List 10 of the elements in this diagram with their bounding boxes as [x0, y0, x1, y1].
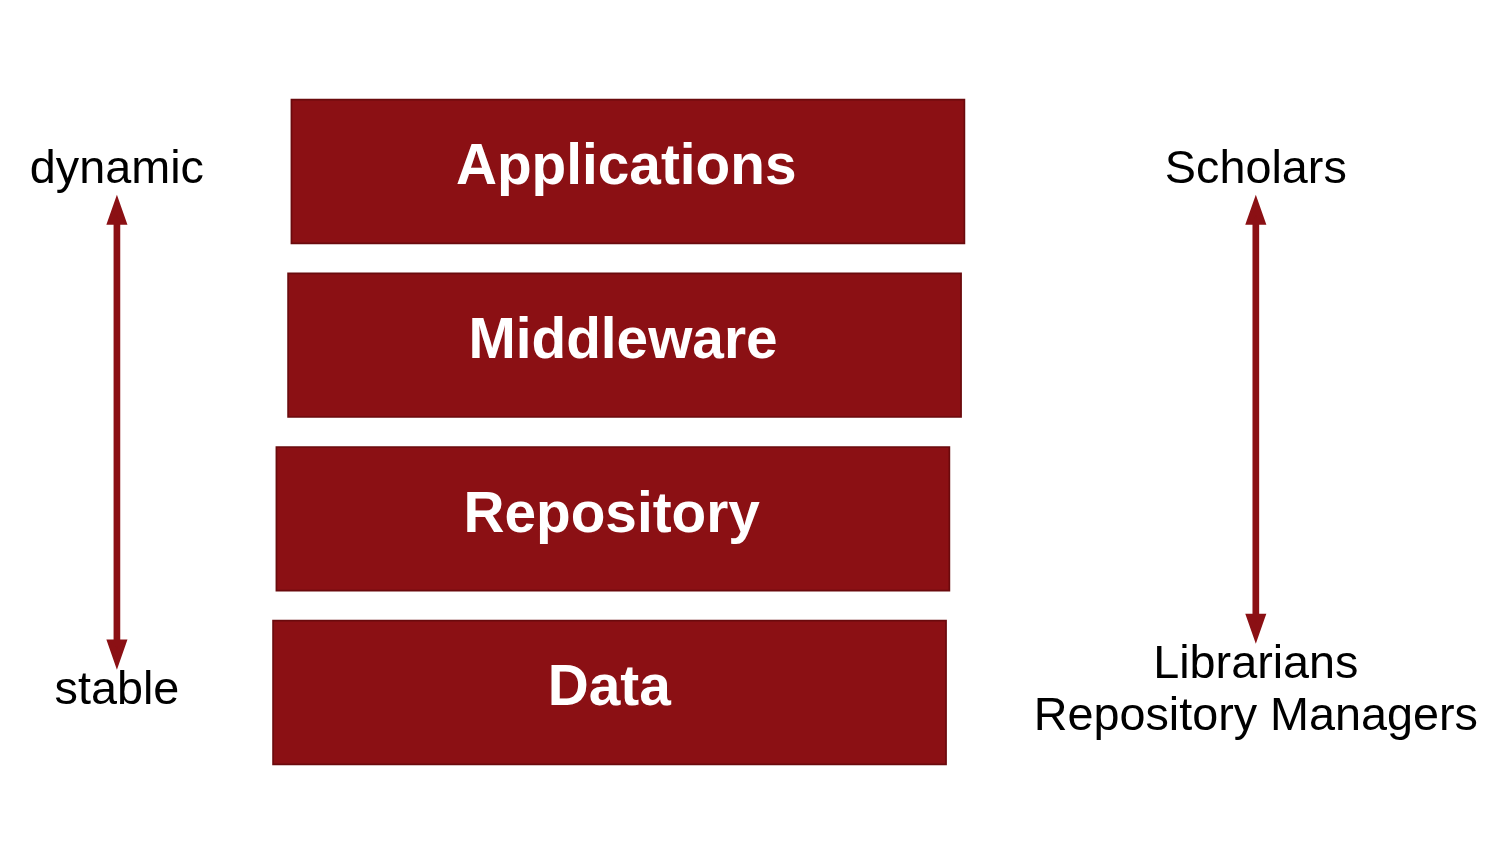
node-box: Applications	[290, 98, 966, 245]
node-box: Middleware	[287, 272, 962, 418]
node-text: Librarians Repository Managers	[1033, 636, 1478, 740]
node-text: stable	[54, 662, 180, 715]
node-text: Scholars	[1164, 141, 1347, 194]
node-text: dynamic	[29, 141, 204, 194]
arrow	[1245, 194, 1267, 644]
arrow	[106, 194, 128, 670]
node-box: Data	[272, 619, 947, 766]
node-box: Repository	[275, 446, 951, 592]
